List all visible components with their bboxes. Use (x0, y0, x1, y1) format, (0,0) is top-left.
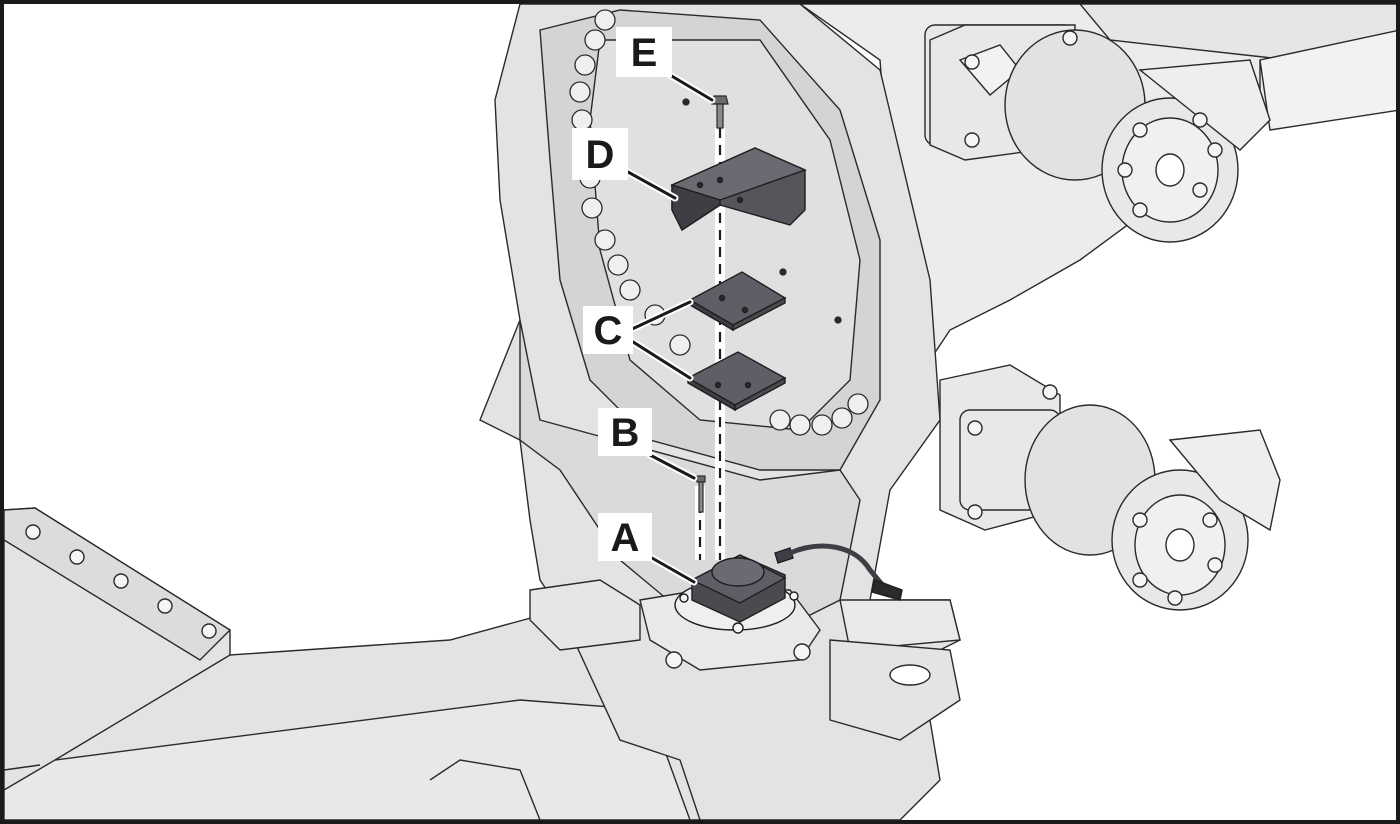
part-a-sensor (674, 543, 903, 634)
part-d-bracket (670, 147, 807, 232)
upper-motor (924, 24, 1271, 243)
part-e-bolt (711, 95, 729, 129)
callout-b: B (598, 408, 652, 456)
callout-d: D (572, 128, 628, 180)
part-c-plate-lower (686, 351, 787, 412)
callout-c: C (583, 306, 633, 354)
callout-c-label: C (594, 309, 623, 353)
callout-e-label: E (631, 31, 658, 75)
callout-a: A (598, 513, 652, 561)
lower-motor (939, 364, 1281, 611)
callout-d-label: D (586, 133, 615, 177)
base-arm (3, 507, 831, 821)
leader-lines (624, 71, 716, 586)
callout-e: E (616, 27, 672, 77)
callout-a-label: A (611, 516, 640, 560)
part-c-plate-upper (688, 271, 787, 332)
callout-b-label: B (611, 411, 640, 455)
